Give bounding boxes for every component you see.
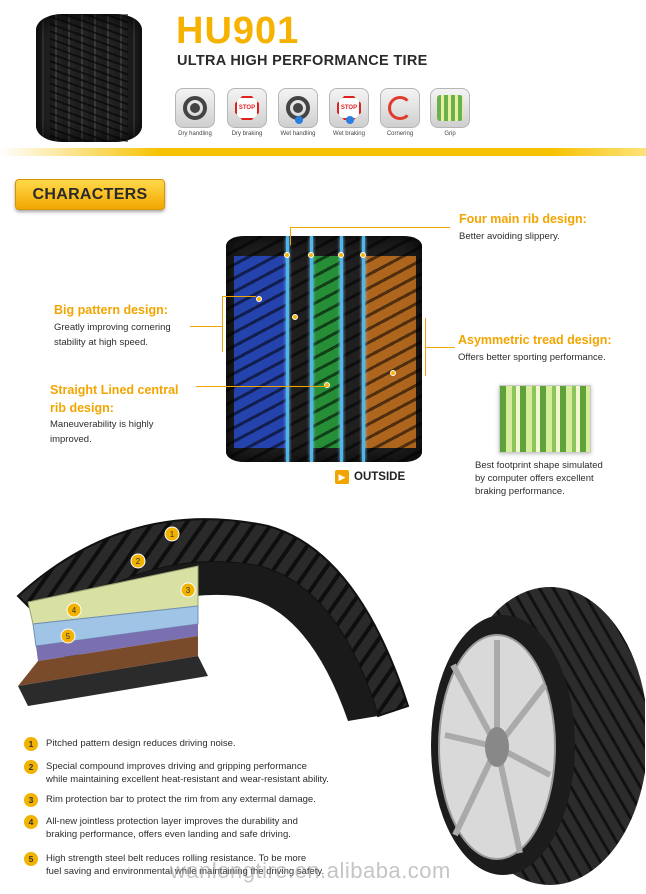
bullet-item-2: 2 Special compound improves driving and … xyxy=(24,760,329,786)
wet-stop-sign-icon: STOP xyxy=(329,88,369,128)
characters-badge: CHARACTERS xyxy=(15,179,165,210)
feature-dry-braking: STOP Dry braking xyxy=(225,88,269,137)
svg-text:5: 5 xyxy=(66,632,71,641)
footprint-simulation-image xyxy=(499,385,591,453)
bullet-item-4: 4 All-new jointless protection layer imp… xyxy=(24,815,298,841)
steering-wheel-icon xyxy=(175,88,215,128)
bullet-item-3: 3 Rim protection bar to protect the rim … xyxy=(24,793,316,807)
svg-text:1: 1 xyxy=(170,530,175,539)
svg-text:2: 2 xyxy=(136,557,141,566)
straight-rib-text: Maneuverability is highly improved. xyxy=(50,419,154,445)
model-name: HU901 xyxy=(176,10,300,52)
wet-steering-wheel-icon xyxy=(278,88,318,128)
rib-groove-4 xyxy=(362,236,365,462)
stop-sign-icon: STOP xyxy=(227,88,267,128)
asymmetric-title: Asymmetric tread design: xyxy=(458,333,612,347)
feature-wet-braking: STOP Wet braking xyxy=(327,88,371,137)
rib-groove-3 xyxy=(340,236,343,462)
tire-thumbnail-image xyxy=(36,14,142,142)
feature-cornering: Cornering xyxy=(378,88,422,137)
straight-rib-title: Straight Lined central rib design: xyxy=(50,383,179,415)
bullet-item-1: 1 Pitched pattern design reduces driving… xyxy=(24,737,236,751)
rib-groove-1 xyxy=(286,236,289,462)
tire-with-rim-image xyxy=(431,587,645,885)
big-pattern-title: Big pattern design: xyxy=(54,303,168,317)
four-rib-title: Four main rib design: xyxy=(459,212,587,226)
feature-grip: Grip xyxy=(428,88,472,137)
header-divider-bar xyxy=(0,148,646,156)
feature-dry-handling: Dry handling xyxy=(173,88,217,137)
svg-text:3: 3 xyxy=(186,586,191,595)
grip-icon xyxy=(430,88,470,128)
arrow-right-icon: ▶ xyxy=(335,470,349,484)
feature-wet-handling: Wet handling xyxy=(276,88,320,137)
big-pattern-text: Greatly improving cornering stability at… xyxy=(54,322,171,348)
tread-pattern-image xyxy=(226,236,422,462)
model-subtitle: ULTRA HIGH PERFORMANCE TIRE xyxy=(177,53,428,69)
rib-groove-2 xyxy=(310,236,313,462)
svg-text:4: 4 xyxy=(72,606,77,615)
four-rib-text: Better avoiding slippery. xyxy=(459,231,560,242)
outside-label: ▶ OUTSIDE xyxy=(335,470,405,484)
bullet-item-5: 5 High strength steel belt reduces rolli… xyxy=(24,852,324,878)
watermark: wanlongtire.en.alibaba.com xyxy=(170,858,451,883)
footprint-text: Best footprint shape simulated by comput… xyxy=(475,460,603,497)
asymmetric-text: Offers better sporting performance. xyxy=(458,352,606,363)
cornering-icon xyxy=(380,88,420,128)
tire-cutaway-image: 1 2 3 4 5 xyxy=(16,518,410,721)
